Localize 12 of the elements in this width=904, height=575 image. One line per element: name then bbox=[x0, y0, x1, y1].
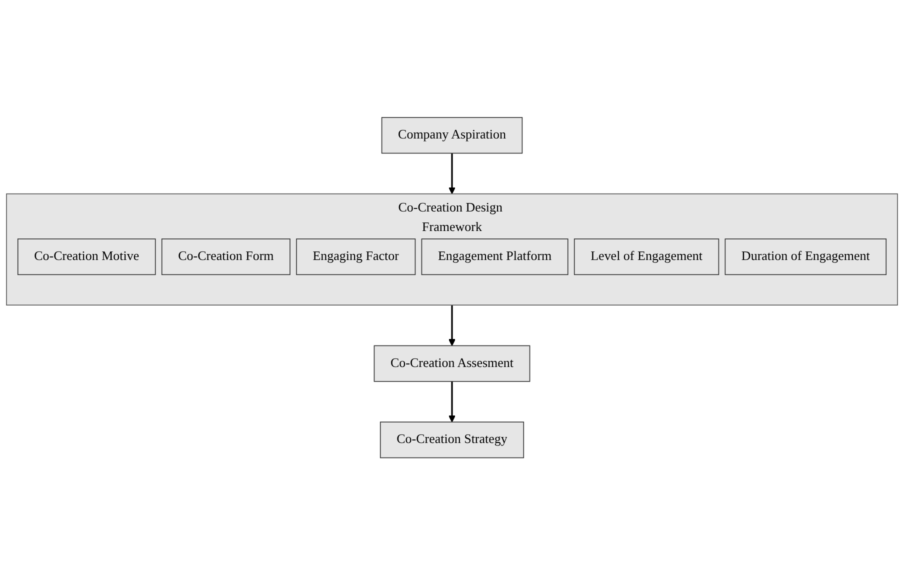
arrow bbox=[448, 153, 456, 194]
node-box: Engaging Factor bbox=[296, 238, 416, 275]
node-box: Co-Creation Motive bbox=[17, 238, 156, 275]
node-box: Co-Creation Assesment bbox=[374, 345, 530, 382]
node-box: Co-Creation Form bbox=[161, 238, 290, 275]
arrow bbox=[448, 381, 456, 422]
node-box: Company Aspiration bbox=[381, 116, 523, 154]
node-box: Duration of Engagement bbox=[724, 238, 887, 275]
node-box: Engagement Platform bbox=[421, 238, 568, 275]
arrow bbox=[448, 304, 456, 346]
node-box: Level of Engagement bbox=[574, 238, 720, 275]
node-box: Co-Creation Strategy bbox=[380, 422, 524, 458]
